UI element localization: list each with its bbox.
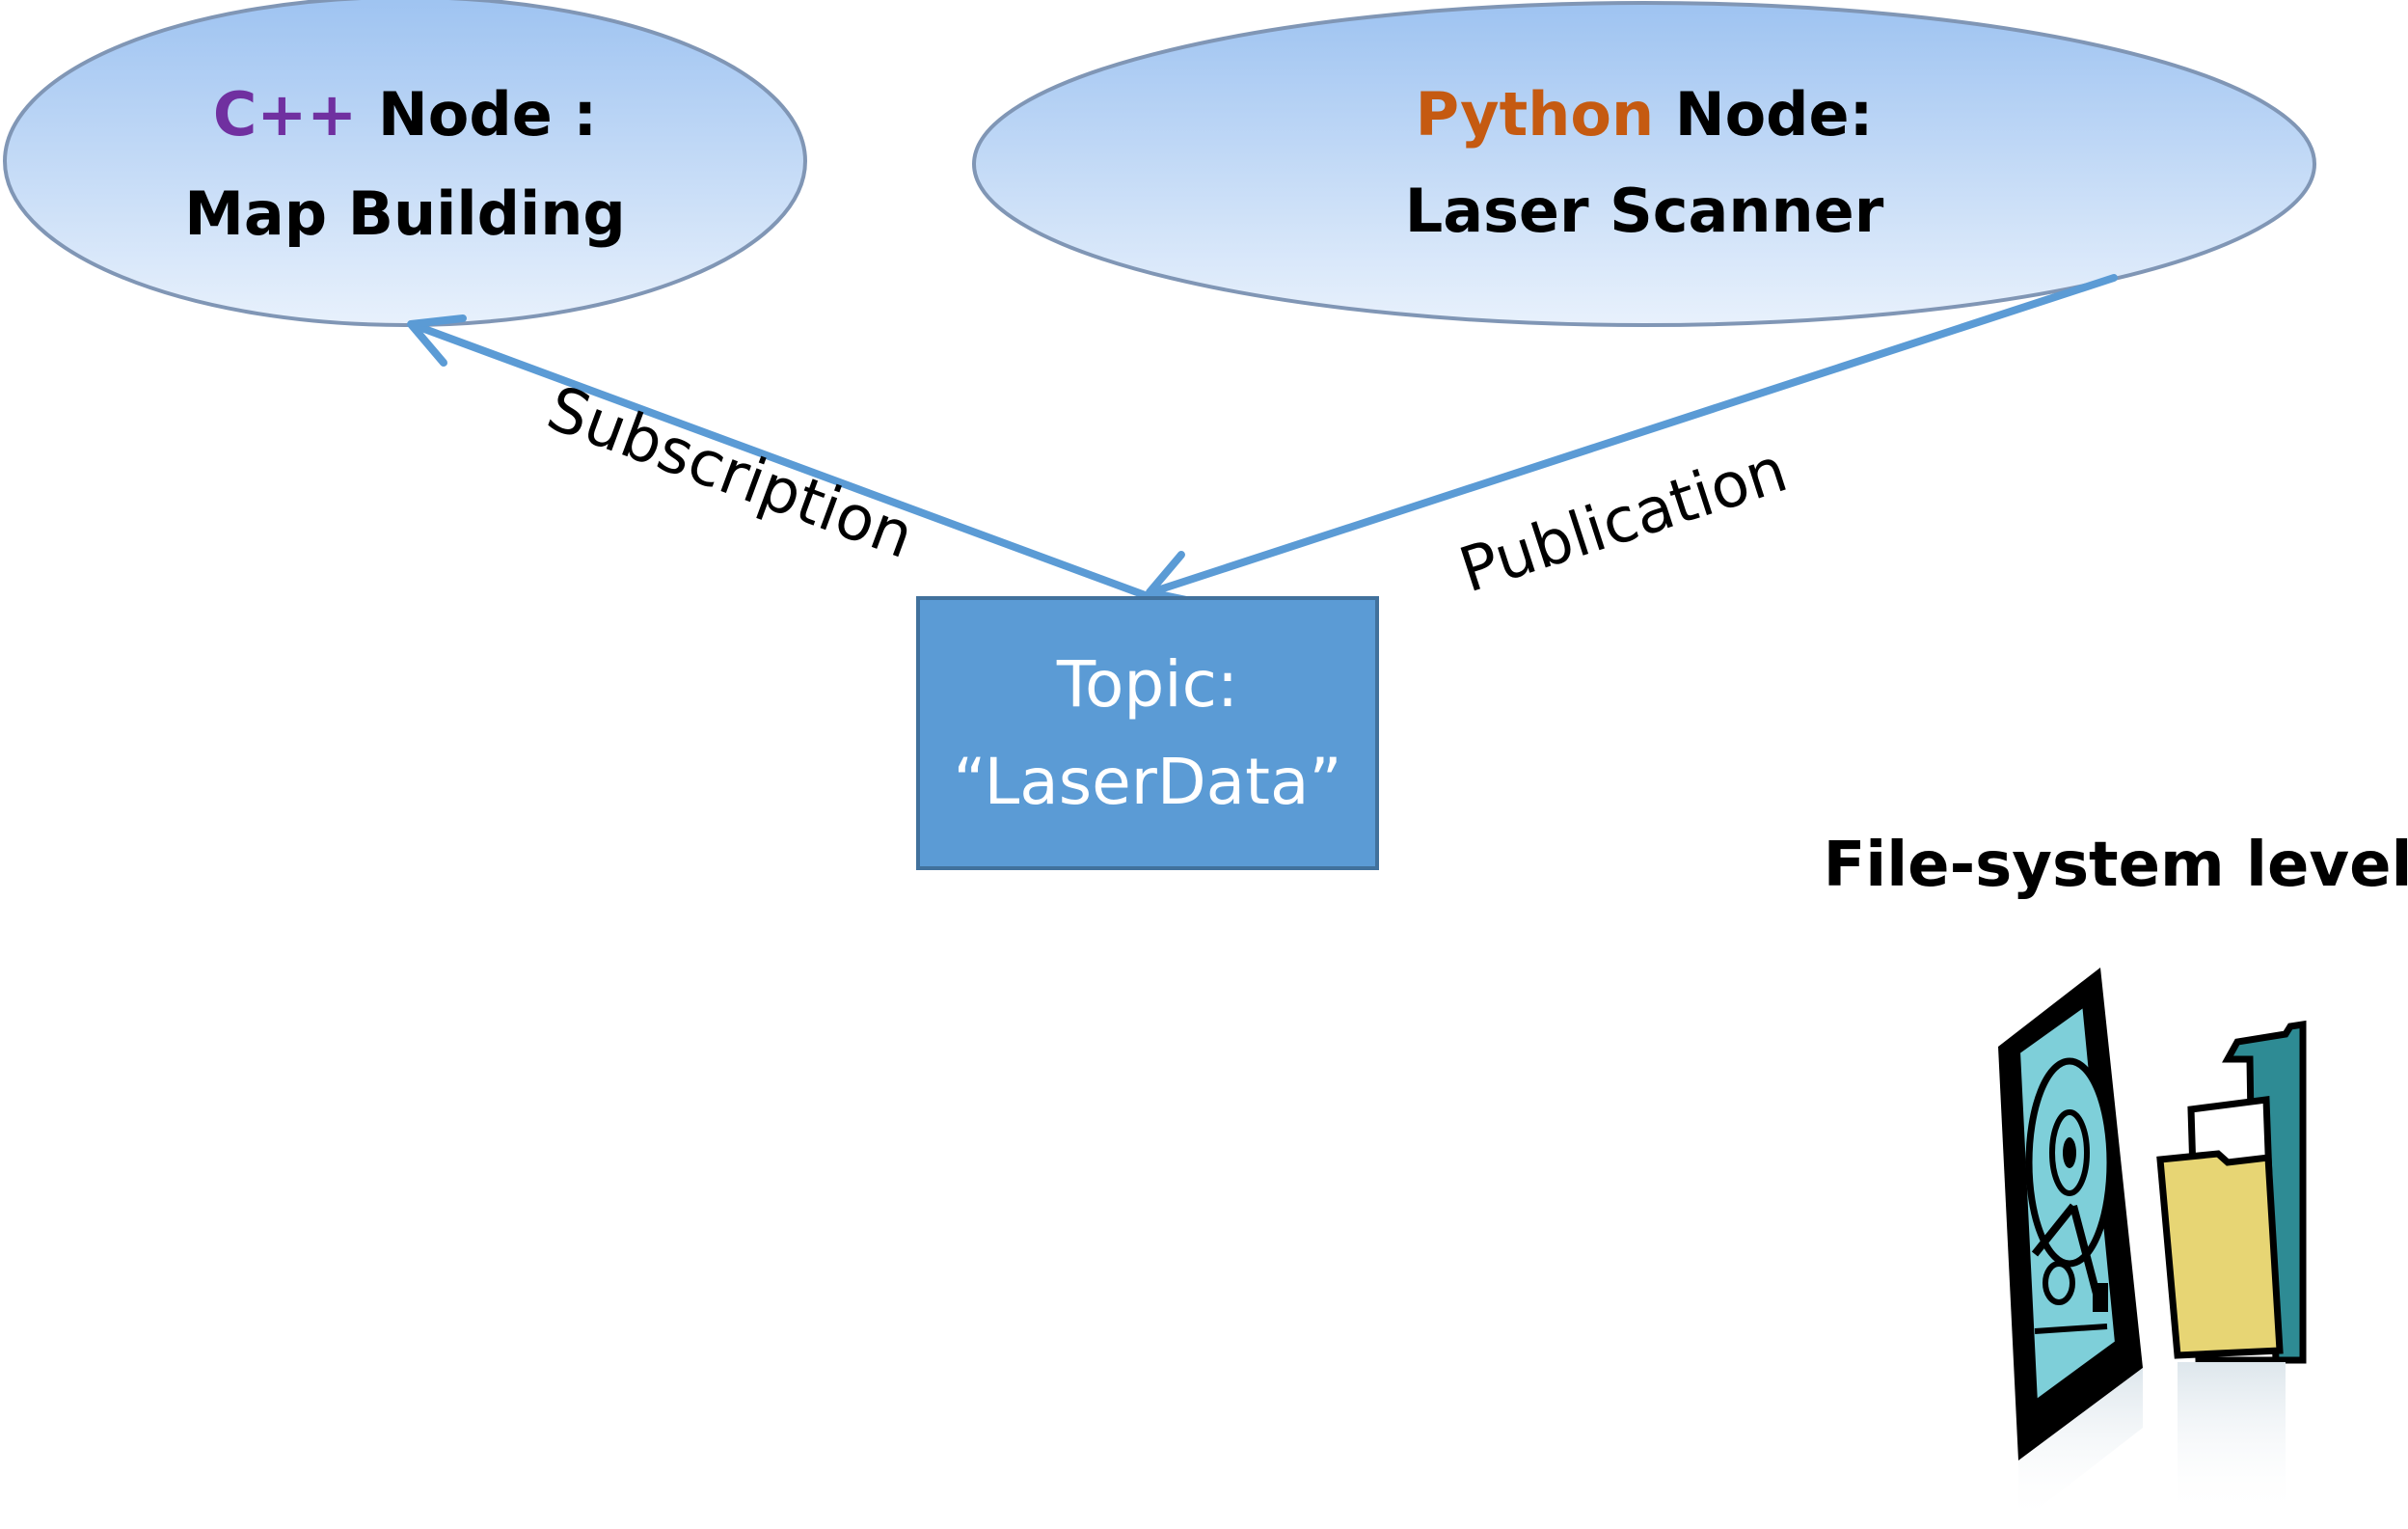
cpp-node-label: Node : [357,79,597,150]
cpp-node-ellipse [3,0,807,327]
publication-label: Publication [1451,435,1796,608]
python-node-subtitle: Laser Scanner [1405,176,1884,246]
topic-box[interactable]: Topic: “LaserData” [916,596,1379,870]
cpp-node[interactable]: C++ Node : Map Building [3,0,807,327]
subscription-arrow [407,314,1151,600]
file-system-label: File-system level [1824,830,2408,901]
cpp-node-subtitle: Map Building [184,178,626,249]
python-node[interactable]: Python Node: Laser Scanner [972,1,2316,327]
hard-drive-icon [1998,968,2143,1524]
topic-line2: “LaserData” [953,745,1341,819]
topic-line1: Topic: [1056,647,1238,722]
cpp-node-title: C++ Node : [213,79,597,150]
subscription-label: Subscription [538,373,923,573]
python-node-label: Node: [1654,79,1873,150]
python-node-title: Python Node: [1416,79,1874,150]
python-node-ellipse [972,1,2316,327]
python-lang-label: Python [1416,79,1655,150]
topic-rect [916,596,1379,870]
cpp-lang-label: C++ [213,79,357,150]
folder-icon [2156,1020,2307,1516]
